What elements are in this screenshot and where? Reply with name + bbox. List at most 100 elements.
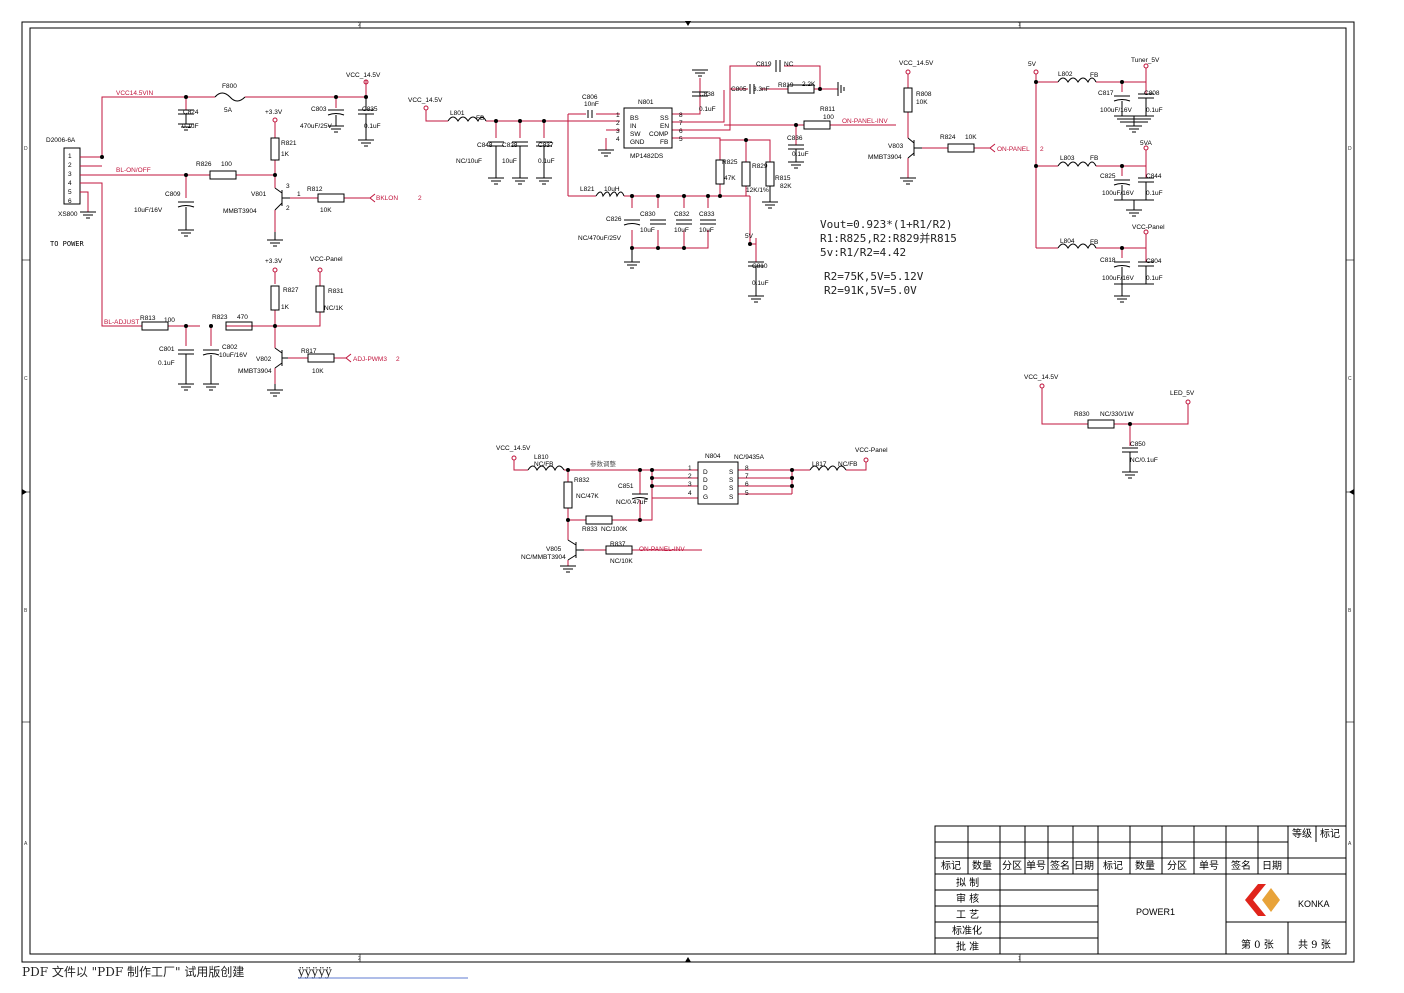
n804-pinnum-4: 4 [688, 490, 692, 497]
top-center-arrow [685, 21, 691, 26]
r821-label: R821 [281, 140, 297, 147]
n801-pinnum-4: 4 [616, 136, 620, 143]
ic-n801 [623, 107, 673, 149]
vcc145-port-2 [423, 105, 429, 111]
vccpanel-port-3 [863, 457, 869, 463]
tb-company: KONKA [1298, 899, 1330, 909]
c804-value: 0.1uF [1146, 275, 1163, 282]
ruler-bottom-2: 2 [358, 956, 361, 962]
n804-pinnum-5: 5 [745, 490, 749, 497]
n801-pin-fb: FB [660, 139, 668, 146]
c832-value: 10uF [674, 227, 689, 234]
tb-header-9: 分区 [1167, 860, 1187, 872]
tb-total-sheets: 共 9 张 [1298, 939, 1331, 951]
bottom-center-arrow [685, 957, 691, 962]
v5-label-2: 5V [1028, 61, 1037, 68]
vcc145-port-3 [905, 69, 911, 75]
tb-header-6: 日期 [1074, 860, 1094, 872]
transistor-v805 [560, 539, 584, 573]
c830-value: 10uF [640, 227, 655, 234]
resistor-r813 [141, 321, 169, 331]
left-center-arrow [22, 489, 27, 495]
left-grounds [80, 123, 374, 397]
right-center-arrow [1349, 489, 1354, 495]
r830-value: NC/330/1W [1100, 411, 1134, 418]
c805-value: 3.3nF [753, 86, 770, 93]
v5-label-1: 5V [745, 233, 754, 240]
adjpwm-sheet-ref: 2 [396, 356, 400, 363]
r823-label: R823 [212, 314, 228, 321]
r824-label: R824 [940, 134, 956, 141]
r811-value: 100 [823, 114, 834, 121]
n804-pin-s4: S [729, 494, 734, 501]
inductor-l810 [527, 465, 565, 472]
ruler-left-a: A [24, 841, 28, 847]
n804-pinnum-2: 2 [688, 473, 692, 480]
net-bl-adjust: BL-ADJUST [104, 319, 139, 326]
formula-note-4: R2=75K,5V=5.12V [824, 270, 924, 283]
c808-label: C808 [1144, 90, 1160, 97]
r808-label: R808 [916, 91, 932, 98]
n804-pin-s2: S [729, 477, 734, 484]
c806-value: 10nF [584, 101, 599, 108]
title-block-grid [934, 825, 1347, 955]
l804-value: FB [1090, 239, 1098, 246]
c825-label: C825 [1100, 173, 1116, 180]
n804-pin-d3: D [703, 485, 708, 492]
buck-output-caps [623, 219, 764, 303]
connector-part-label: D2006-6A [46, 137, 76, 144]
c828-label: C828 [502, 142, 518, 149]
tuner5v-port [1143, 63, 1149, 69]
ruler-left-c: C [24, 376, 28, 382]
v805-value: NC/MMBT3904 [521, 554, 566, 561]
c824-value: 0.1uF [182, 123, 199, 130]
vcc145-label-2: VCC_14.5V [408, 97, 443, 104]
r813-value: 100 [164, 317, 175, 324]
n801-pin-in: IN [630, 123, 637, 130]
v803-label: V803 [888, 143, 904, 150]
r819-label: R819 [778, 82, 794, 89]
net-adj-pwm3: ADJ-PWM3 [353, 356, 387, 363]
c832-label: C832 [674, 211, 690, 218]
n801-pin-gnd: GND [630, 139, 645, 146]
r825-label: R825 [722, 159, 738, 166]
tb-header-12: 日期 [1262, 860, 1282, 872]
buck-junctions [494, 87, 822, 250]
capacitor-c805 [749, 84, 755, 94]
l803-value: FB [1090, 155, 1098, 162]
tb-role-drafter: 拟 制 [956, 876, 979, 889]
tb-header-7: 标记 [1103, 860, 1123, 872]
n801-pin-comp: COMP [649, 131, 669, 138]
r833-label: R833 [582, 526, 598, 533]
resistor-r811 [803, 120, 831, 130]
l821-value: 10uH [604, 186, 620, 193]
n804-pinnum-7: 7 [745, 473, 749, 480]
adjpwm-port-arrow [345, 353, 352, 363]
c835-label: C835 [362, 106, 378, 113]
resistor-r824 [947, 143, 975, 153]
c817-label: C817 [1098, 90, 1114, 97]
r813-label: R813 [140, 315, 156, 322]
r812-label: R812 [307, 186, 323, 193]
n801-pin-bs: BS [630, 115, 639, 122]
c801-value: 0.1uF [158, 360, 175, 367]
c803-label: C803 [311, 106, 327, 113]
on-panel-port-arrow [989, 143, 996, 153]
tb-header-2: 数量 [972, 859, 992, 872]
footer-link[interactable]: ÿÿÿÿÿ [297, 965, 332, 979]
r829-label: R829 [752, 163, 768, 170]
c809-label: C809 [165, 191, 181, 198]
tb-sheet-number: 第 0 张 [1241, 938, 1274, 951]
c835-value: 0.1uF [364, 123, 381, 130]
c805-label: C805 [731, 86, 747, 93]
resistor-r837 [605, 545, 633, 555]
n804-value: NC/9435A [734, 454, 765, 461]
on-panel-sheet-ref: 2 [1040, 146, 1044, 153]
resistor-r826 [209, 170, 237, 180]
vccpanel-port-1 [317, 267, 323, 273]
c838-ground [692, 69, 708, 77]
v801-pin-2: 2 [286, 205, 290, 212]
net-on-panel-inv-2: ON-PANEL-INV [639, 546, 685, 553]
ruler-right-a: A [1348, 841, 1352, 847]
led-junction [1128, 422, 1132, 426]
